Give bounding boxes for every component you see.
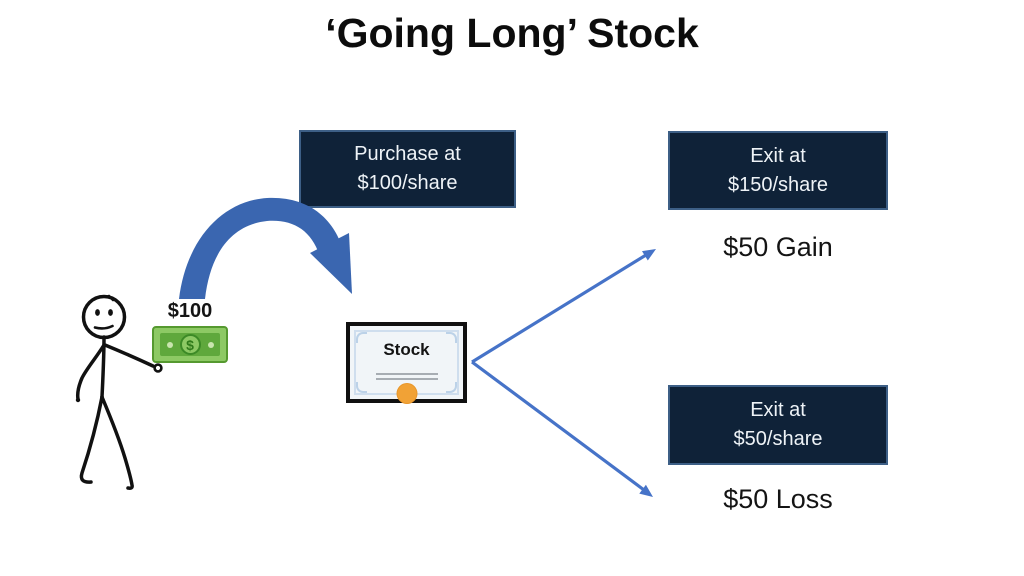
certificate-decorative-frame: Stock: [354, 330, 459, 403]
certificate-text-line: [375, 373, 438, 375]
purchase-price-box: Purchase at $100/share: [299, 130, 516, 208]
gain-label: $50 Gain: [723, 232, 833, 262]
stick-figure-icon: [75, 294, 163, 490]
certificate-seal-icon: [397, 384, 416, 403]
purchase-box-line2: $100/share: [357, 172, 458, 194]
purchase-box-line1: Purchase at: [354, 143, 461, 165]
exit-gain-box-line2: $150/share: [727, 173, 829, 196]
exit-loss-box-line2: $50/share: [733, 428, 823, 450]
dollar-bill-icon: $: [152, 326, 228, 363]
stock-certificate-icon: Stock: [346, 322, 467, 403]
exit-gain-box-line1: Exit at: [750, 144, 806, 167]
certificate-corner-flourish: [446, 332, 457, 343]
dollar-bill-inner-panel: $: [160, 333, 220, 356]
bill-left-dot: [166, 341, 173, 348]
exit-loss-box-line1: Exit at: [750, 399, 806, 421]
certificate-corner-flourish: [446, 382, 457, 393]
bill-right-dot: [207, 341, 214, 348]
certificate-corner-flourish: [356, 382, 367, 393]
certificate-title: Stock: [383, 340, 430, 359]
money-amount-label: $100: [167, 300, 213, 322]
dollar-sign-glyph: $: [186, 336, 194, 353]
dollar-sign-icon: $: [179, 334, 201, 355]
loss-label: $50 Loss: [723, 484, 833, 514]
exit-gain-price-box: Exit at $150/share: [668, 131, 888, 210]
arrow-up-right-icon: [471, 249, 656, 364]
curved-arrow-icon: [179, 197, 352, 299]
certificate-corner-flourish: [356, 332, 367, 343]
arrow-down-right-icon: [471, 360, 653, 497]
exit-loss-price-box: Exit at $50/share: [668, 385, 888, 465]
certificate-text-line: [375, 378, 438, 380]
page-title: ‘Going Long’ Stock: [325, 10, 699, 56]
